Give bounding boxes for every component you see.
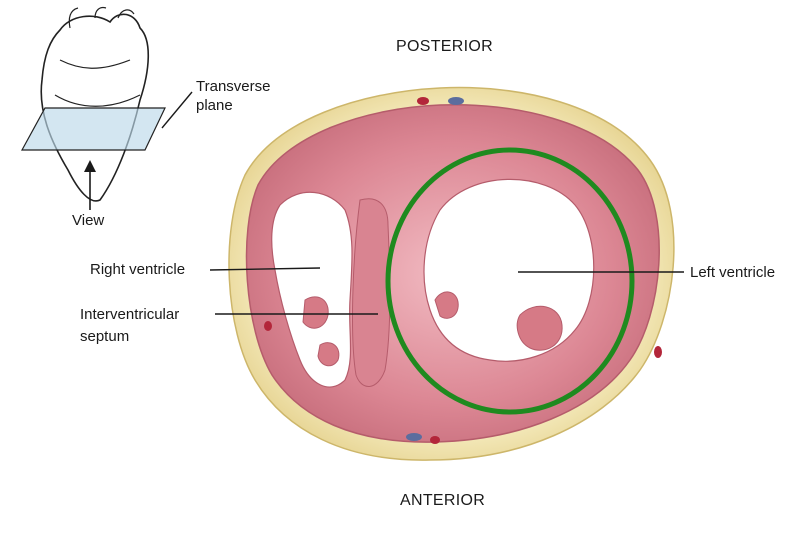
view-label: View xyxy=(72,212,105,229)
posterior-label: POSTERIOR xyxy=(396,38,493,55)
left-ventricle-highlight-ring xyxy=(385,147,635,415)
coronary-vessel-bottom-blue xyxy=(406,433,422,441)
transverse-plane-icon xyxy=(20,107,166,151)
interventricular-label-line1: Interventricular xyxy=(80,306,180,323)
heart-vessel-sketch xyxy=(54,6,141,107)
transverse-plane-label-line2: plane xyxy=(196,97,233,114)
coronary-vessel-bottom-red xyxy=(430,436,440,444)
right-ventricle-leader-line xyxy=(209,267,321,271)
interventricular-label-line2: septum xyxy=(80,328,130,345)
coronary-vessel-top-blue xyxy=(448,97,464,105)
papillary-muscle-1 xyxy=(516,305,563,351)
heart-orientation-icon xyxy=(20,6,193,210)
coronary-vessel-left xyxy=(264,321,272,331)
anterior-label: ANTERIOR xyxy=(400,492,486,509)
view-arrow-head xyxy=(84,160,96,172)
interventricular-septum xyxy=(352,198,391,387)
papillary-muscle-2 xyxy=(434,291,459,319)
left-ventricle-cavity xyxy=(423,178,595,362)
left-ventricle-label: Left ventricle xyxy=(690,264,776,281)
transverse-leader-line xyxy=(161,91,193,129)
transverse-plane-label-line1: Transverse xyxy=(196,78,271,95)
right-ventricle-label: Right ventricle xyxy=(90,261,186,278)
right-ventricle-cavity xyxy=(271,191,353,388)
coronary-vessel-top-red xyxy=(417,97,429,105)
coronary-vessel-right xyxy=(654,346,662,358)
